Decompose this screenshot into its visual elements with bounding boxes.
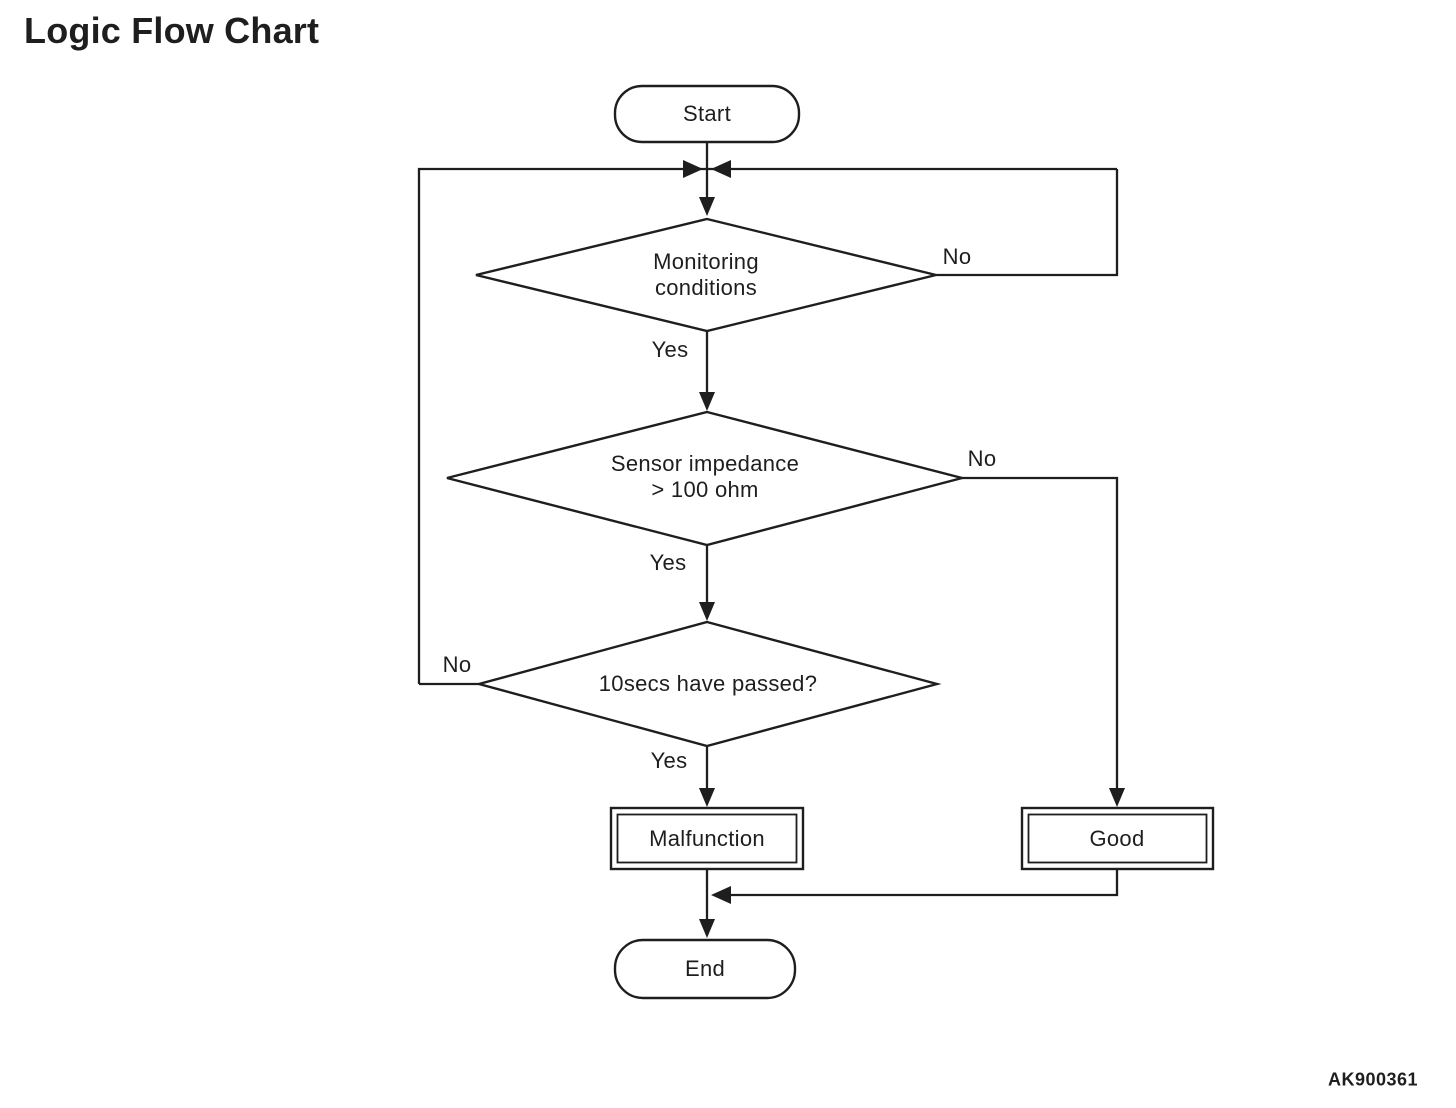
- arrowhead-into-end: [699, 919, 715, 938]
- good-node-label: Good: [1089, 826, 1145, 851]
- arrowhead-loop-left-merge: [683, 160, 703, 178]
- branch-label-impedance-no: No: [967, 446, 997, 471]
- page-title: Logic Flow Chart: [24, 10, 320, 51]
- malfunction-node-shape: [609, 806, 805, 871]
- decision-impedance-label: Sensor impedance > 100 ohm: [610, 451, 800, 502]
- arrowhead-loop-right-merge: [711, 160, 731, 178]
- malfunction-node-inner-border: [616, 813, 798, 864]
- connector-impedance-no-to-good: [962, 476, 1119, 798]
- start-node-label: Start: [683, 101, 731, 126]
- arrowhead-into-good: [1109, 788, 1125, 807]
- branch-label-monitoring-no: No: [942, 244, 972, 269]
- branch-label-timer-yes: Yes: [650, 748, 688, 773]
- decision-timer-label: 10secs have passed?: [598, 671, 818, 696]
- connector-lines: [417, 142, 1119, 928]
- decision-impedance-shape: [446, 410, 967, 547]
- malfunction-node-label: Malfunction: [649, 826, 765, 851]
- branch-label-impedance-yes: Yes: [649, 550, 687, 575]
- good-node-inner-border: [1027, 813, 1208, 864]
- connector-good-to-merge: [730, 869, 1119, 897]
- decision-timer-shape: [474, 620, 942, 748]
- decision-monitoring-shape: [475, 217, 937, 333]
- arrowhead-into-timer: [699, 602, 715, 621]
- arrowhead-into-monitoring: [699, 197, 715, 216]
- arrowhead-merge-into-end-line: [711, 886, 731, 904]
- good-node-shape: [1020, 806, 1215, 871]
- connector-monitoring-no-loop: [936, 169, 1119, 277]
- figure-code: AK900361: [1327, 1069, 1419, 1090]
- arrowheads: [683, 160, 1125, 938]
- end-node-label: End: [684, 956, 726, 981]
- node-shapes: [446, 84, 1215, 1000]
- arrowhead-into-impedance: [699, 392, 715, 411]
- end-node-shape: [613, 938, 797, 1000]
- connector-loop-left-top: [417, 167, 1117, 684]
- start-node-shape: [613, 84, 801, 144]
- arrowhead-into-malfunction: [699, 788, 715, 807]
- branch-label-monitoring-yes: Yes: [651, 337, 689, 362]
- branch-label-timer-no: No: [442, 652, 472, 677]
- decision-monitoring-label: Monitoring conditions: [653, 249, 759, 300]
